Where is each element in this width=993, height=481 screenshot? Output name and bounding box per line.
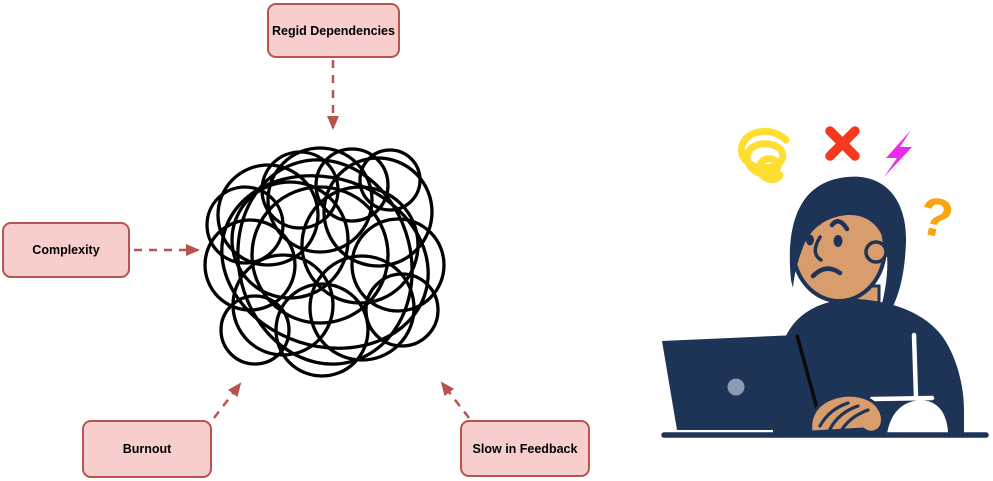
finger-lines [818,401,870,433]
node-slow-feedback-label: Slow in Feedback [472,441,578,456]
node-complexity: Complexity [2,222,130,278]
nose [813,235,823,262]
left-eyebrow [798,219,822,234]
hair [789,176,907,310]
lightning-bolt-icon [884,130,912,177]
ear [864,240,888,264]
mouth-frown [810,266,843,279]
arm-gap [887,400,948,434]
laptop-logo [727,378,745,396]
node-complexity-label: Complexity [32,243,100,257]
right-eyebrow [829,219,850,232]
face-features [798,219,850,279]
right-eye [833,235,843,247]
node-rigid-dependencies-label: Regid Dependencies [272,23,395,38]
arrow-burnout-to-tangle [213,382,242,419]
tangle-scribble [203,146,446,378]
question-mark-icon: ? [914,185,959,251]
process-diagram [134,60,470,419]
confusion-squiggle-icon [738,128,790,184]
arrow-slow-feedback-to-tangle [440,381,470,419]
node-burnout: Burnout [82,420,212,478]
node-burnout-label: Burnout [122,442,172,456]
arm-crease-lines [869,332,935,402]
confused-developer-illustration: ? [661,126,989,438]
node-rigid-dependencies: Regid Dependencies [267,3,400,58]
node-slow-feedback: Slow in Feedback [460,420,590,477]
left-eye [806,234,814,246]
error-x-icon [825,126,860,161]
